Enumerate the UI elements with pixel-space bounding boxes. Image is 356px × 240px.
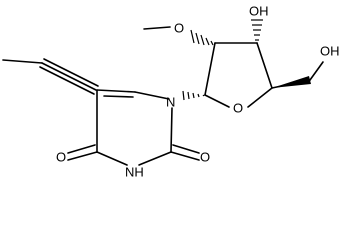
- bond-oring-c1: [204, 94, 230, 108]
- atom-oh-3prime: OH: [249, 3, 269, 18]
- bond-c4prime-oring: [247, 87, 273, 108]
- atom-nh3: NH: [125, 164, 144, 179]
- wedge-bond-c4-c5: [272, 76, 311, 88]
- bond-c2-n3: [138, 151, 172, 166]
- atom-o-c2: O: [200, 149, 210, 164]
- bond-c5prime-oh: [309, 61, 324, 81]
- bond-c4-o: [67, 151, 98, 161]
- bond-c5-c6: [96, 89, 136, 93]
- hashed-bond-c3-oh: [251, 19, 263, 41]
- bond-c3prime-c4prime: [256, 42, 273, 89]
- bond-triple-3: [39, 66, 95, 95]
- bond-c1-c2prime: [204, 42, 216, 96]
- bond-triple-2: [43, 58, 99, 87]
- bonds: [2, 26, 324, 166]
- atom-o-methoxy: O: [174, 20, 184, 35]
- bond-c2-o-double: [172, 144, 200, 154]
- atom-o-c4: O: [56, 149, 66, 164]
- bond-c4-o-double: [67, 144, 96, 154]
- bond-n1-c2: [170, 107, 173, 153]
- structure-diagram: O OH OH O N O NH O: [2, 3, 340, 179]
- atom-n1: N: [166, 94, 175, 109]
- atom-o-ring: O: [233, 100, 243, 115]
- bond-triple-1: [41, 62, 97, 91]
- hashed-bond-c1-n1: [182, 90, 205, 101]
- bond-c5-c6-double: [103, 95, 134, 98]
- bond-o-ch3: [143, 26, 171, 30]
- atom-oh-5prime: OH: [320, 43, 340, 58]
- hashed-bond-c2-ome: [190, 29, 214, 46]
- atom-labels: O OH OH O N O NH O: [56, 3, 340, 179]
- bond-n3-c4: [96, 151, 128, 166]
- bond-c6-n1: [134, 91, 170, 100]
- bond-ch3-c: [2, 59, 43, 64]
- bond-c2-o: [170, 151, 200, 161]
- stereo-bonds: [182, 19, 311, 101]
